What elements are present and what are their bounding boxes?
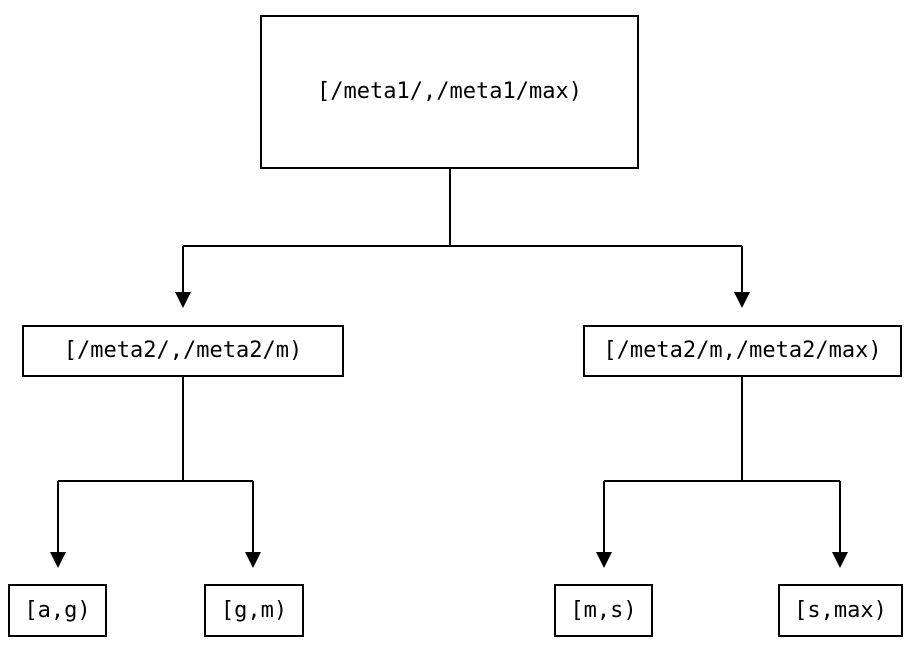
node-leaf-a-g: [a,g) <box>8 584 107 637</box>
arrowhead-down-icon <box>734 292 750 308</box>
node-label: [m,s) <box>570 597 637 623</box>
node-meta2-upper-range: [/meta2/m,/meta2/max) <box>583 325 902 377</box>
node-leaf-s-max: [s,max) <box>778 584 903 637</box>
node-label: [/meta2/m,/meta2/max) <box>603 338 882 363</box>
node-label: [g,m) <box>220 597 288 623</box>
node-leaf-g-m: [g,m) <box>204 584 304 637</box>
arrowhead-down-icon <box>50 552 66 568</box>
edge-left-child-to-leaves <box>57 377 254 553</box>
arrowhead-down-icon <box>596 552 612 568</box>
node-label: [a,g) <box>24 597 91 623</box>
node-leaf-m-s: [m,s) <box>554 584 653 637</box>
arrowhead-down-icon <box>832 552 848 568</box>
node-label: [/meta2/,/meta2/m) <box>63 338 303 363</box>
edge-right-child-to-leaves <box>603 377 841 553</box>
arrowhead-down-icon <box>175 292 191 308</box>
node-meta2-lower-range: [/meta2/,/meta2/m) <box>22 325 344 377</box>
node-label: [/meta1/,/meta1/max) <box>317 79 582 104</box>
arrowhead-down-icon <box>245 552 261 568</box>
node-label: [s,max) <box>794 597 887 623</box>
edge-root-to-children <box>182 169 743 293</box>
node-root-range: [/meta1/,/meta1/max) <box>260 15 639 169</box>
